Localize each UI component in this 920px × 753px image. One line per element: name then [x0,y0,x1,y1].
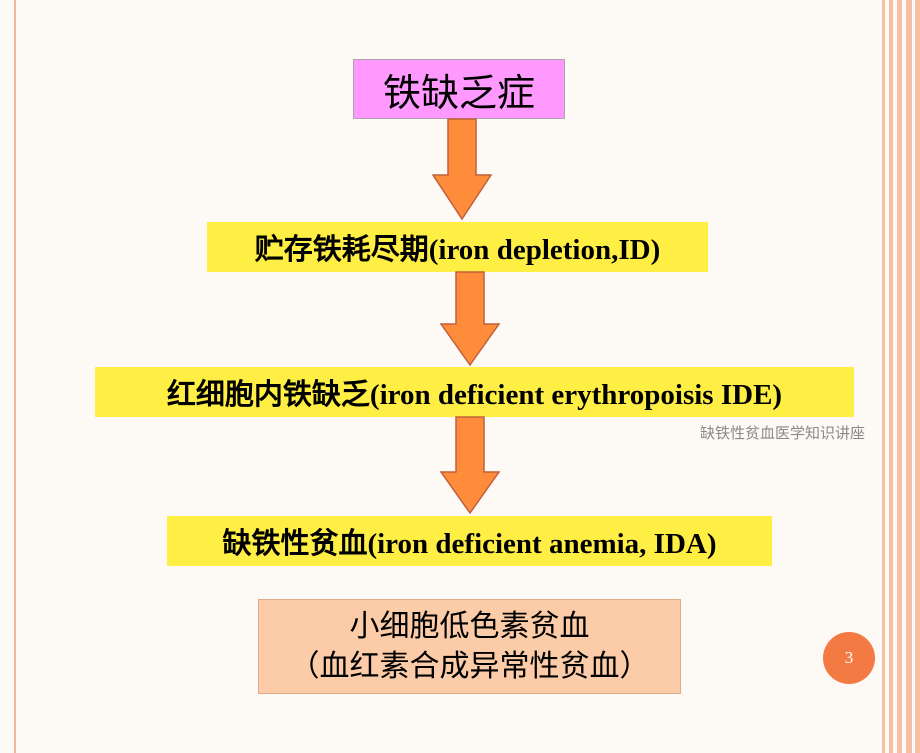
stage-iron-deficient-anemia: 缺铁性贫血(iron deficient anemia, IDA) [167,516,772,566]
left-border-rule [14,0,16,753]
result-line-2: （血红素合成异常性贫血） [289,649,650,683]
result-box: 小细胞低色素贫血 （血红素合成异常性贫血） [258,599,681,694]
down-arrow-icon [439,416,501,515]
stage-iron-deficient-erythropoiesis: 红细胞内铁缺乏(iron deficient erythropoisis IDE… [95,367,854,417]
page-number-badge: 3 [823,632,875,684]
stage-iron-depletion: 贮存铁耗尽期(iron depletion,ID) [207,222,708,272]
right-border-stripes [882,0,920,753]
down-arrow-icon [439,271,501,367]
result-line-1: 小细胞低色素贫血 [349,609,590,643]
watermark-text: 缺铁性贫血医学知识讲座 [700,426,866,442]
slide-title: 铁缺乏症 [353,59,565,119]
down-arrow-icon [431,118,493,221]
